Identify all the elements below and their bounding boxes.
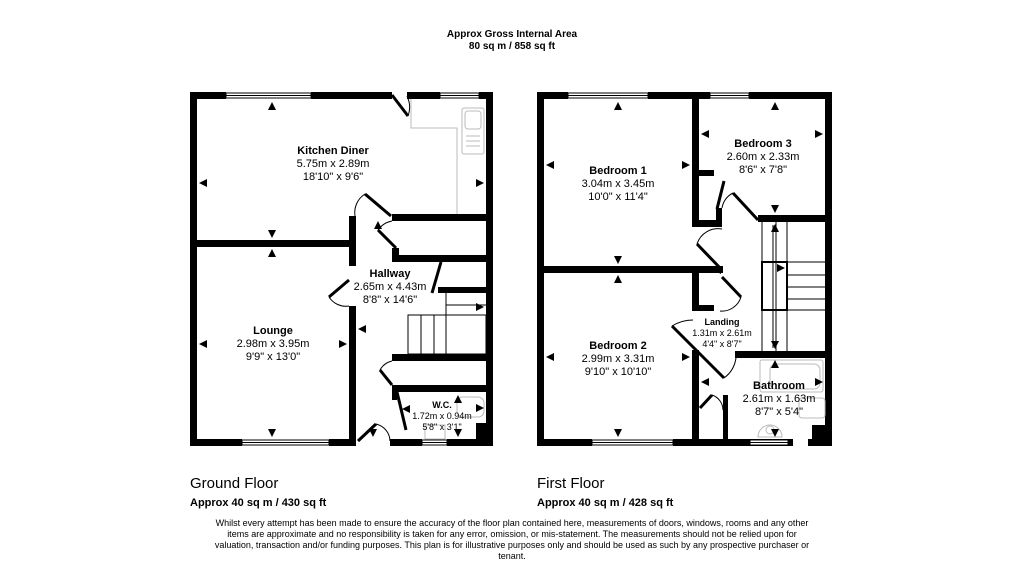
first-floor-area: Approx 40 sq m / 428 sq ft [537, 497, 674, 509]
ground-floor-area: Approx 40 sq m / 430 sq ft [190, 497, 327, 509]
gross-area-title: Approx Gross Internal Area [446, 29, 578, 40]
ground-floor-plan [190, 92, 493, 446]
gross-area-value: 80 sq m / 858 sq ft [468, 41, 556, 52]
gross-area-header: Approx Gross Internal Area 80 sq m / 858… [0, 29, 1024, 53]
room-bathroom: Bathroom 2.61m x 1.63m 8'7" x 5'4" [742, 380, 816, 418]
room-bedroom-3: Bedroom 3 2.60m x 2.33m 8'6" x 7'8" [726, 138, 800, 176]
room-landing: Landing 1.31m x 2.61m 4'4" x 8'7" [692, 317, 752, 349]
room-hallway: Hallway 2.65m x 4.43m 8'8" x 14'6" [353, 268, 427, 306]
room-bedroom-1: Bedroom 1 3.04m x 3.45m 10'0" x 11'4" [581, 165, 655, 203]
ground-floor-title: Ground Floor [190, 475, 279, 492]
first-dimension-arrows [546, 102, 823, 437]
room-bedroom-2: Bedroom 2 2.99m x 3.31m 9'10" x 10'10" [581, 340, 655, 378]
room-lounge: Lounge 2.98m x 3.95m 9'9" x 13'0" [236, 325, 310, 363]
room-kitchen-diner: Kitchen Diner 5.75m x 2.89m 18'10" x 9'6… [296, 145, 370, 183]
room-wc: W.C. 1.72m x 0.94m 5'8" x 3'1" [412, 400, 472, 432]
first-floor-plan [537, 92, 832, 446]
disclaimer-text: Whilst every attempt has been made to en… [214, 518, 810, 561]
ground-dimension-arrows [199, 102, 484, 437]
first-floor-title: First Floor [537, 475, 605, 492]
